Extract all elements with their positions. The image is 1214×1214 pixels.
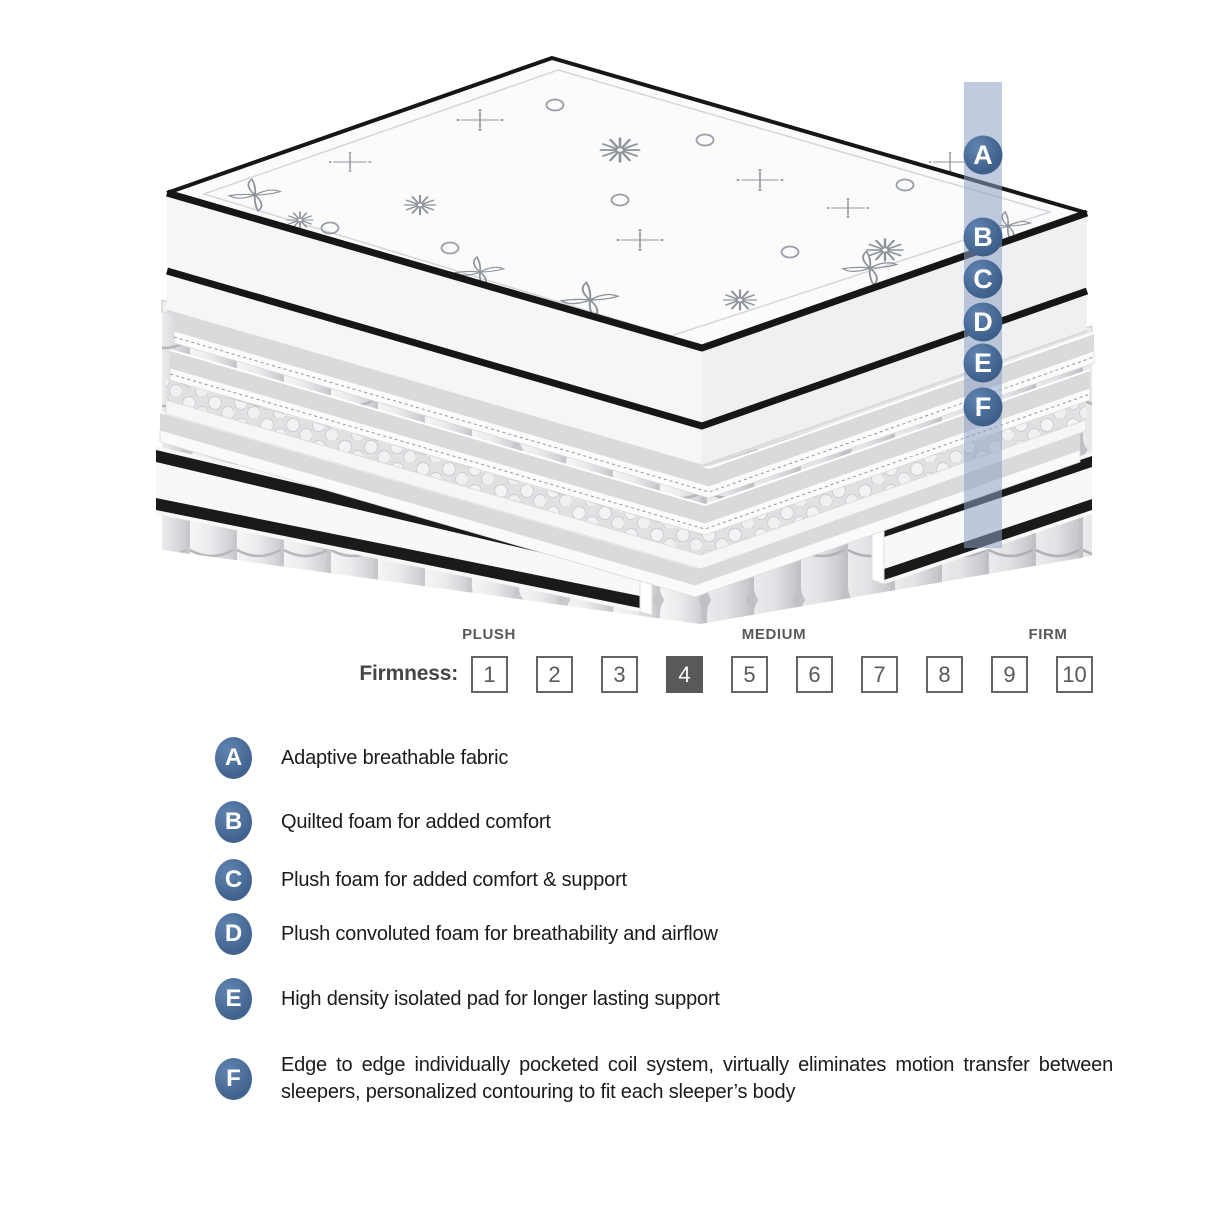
ribbon-badge-e: E xyxy=(963,343,1003,383)
legend-text-d: Plush convoluted foam for breathability … xyxy=(281,922,718,945)
firmness-zone-plush: PLUSH xyxy=(462,626,516,643)
firmness-zone-medium: MEDIUM xyxy=(741,626,807,643)
legend-row-c: C Plush foam for added comfort & support xyxy=(215,859,627,901)
firmness-level-1: 1 xyxy=(471,656,508,693)
ribbon-badge-d: D xyxy=(963,302,1003,342)
ribbon-badge-c: C xyxy=(963,259,1003,299)
legend-row-a: A Adaptive breathable fabric xyxy=(215,737,508,779)
legend-badge-a: A xyxy=(215,737,252,779)
ribbon-letter-e: E xyxy=(974,348,992,378)
ribbon-badge-f: F xyxy=(963,387,1003,427)
layer-d-convoluted-foam xyxy=(165,380,1087,570)
legend-row-d: D Plush convoluted foam for breathabilit… xyxy=(215,913,718,955)
layer-c-plush-foam xyxy=(169,349,1091,536)
legend-row-e: E High density isolated pad for longer l… xyxy=(215,978,720,1020)
firmness-level-4-selected: 4 xyxy=(666,656,703,693)
firmness-scale: 1 2 3 4 5 6 7 8 9 10 xyxy=(471,656,1093,693)
firmness-level-10: 10 xyxy=(1056,656,1093,693)
ribbon-badge-a: A xyxy=(963,135,1003,175)
legend-badge-b: B xyxy=(215,801,252,843)
ribbon-letter-f: F xyxy=(975,392,992,422)
legend-text-b: Quilted foam for added comfort xyxy=(281,810,551,833)
legend-text-f: Edge to edge individually pocketed coil … xyxy=(281,1054,1113,1103)
legend-text-e: High density isolated pad for longer las… xyxy=(281,987,720,1010)
firmness-level-5: 5 xyxy=(731,656,768,693)
firmness-level-2: 2 xyxy=(536,656,573,693)
legend-badge-c: C xyxy=(215,859,252,901)
legend-badge-e: E xyxy=(215,978,252,1020)
ribbon-badge-b: B xyxy=(963,217,1003,257)
firmness-level-9: 9 xyxy=(991,656,1028,693)
legend-text-a: Adaptive breathable fabric xyxy=(281,746,509,769)
firmness-level-3: 3 xyxy=(601,656,638,693)
legend-row-f: F Edge to edge individually pocketed coi… xyxy=(215,1052,1113,1106)
firmness-label: Firmness: xyxy=(359,662,458,685)
mattress-illustration: A B C D E F xyxy=(156,56,1095,624)
firmness-level-6: 6 xyxy=(796,656,833,693)
legend-badge-f: F xyxy=(215,1058,252,1100)
ribbon-letter-b: B xyxy=(973,222,993,252)
ribbon-letter-a: A xyxy=(973,140,993,170)
legend-row-b: B Quilted foam for added comfort xyxy=(215,801,551,843)
legend-text-c: Plush foam for added comfort & support xyxy=(281,868,627,891)
legend-badge-d: D xyxy=(215,913,252,955)
firmness-zone-firm: FIRM xyxy=(1028,626,1068,643)
firmness-level-7: 7 xyxy=(861,656,898,693)
firmness-level-8: 8 xyxy=(926,656,963,693)
layer-ribbon: A B C D E F xyxy=(963,82,1003,548)
ribbon-letter-c: C xyxy=(973,264,993,294)
ribbon-letter-d: D xyxy=(973,307,993,337)
